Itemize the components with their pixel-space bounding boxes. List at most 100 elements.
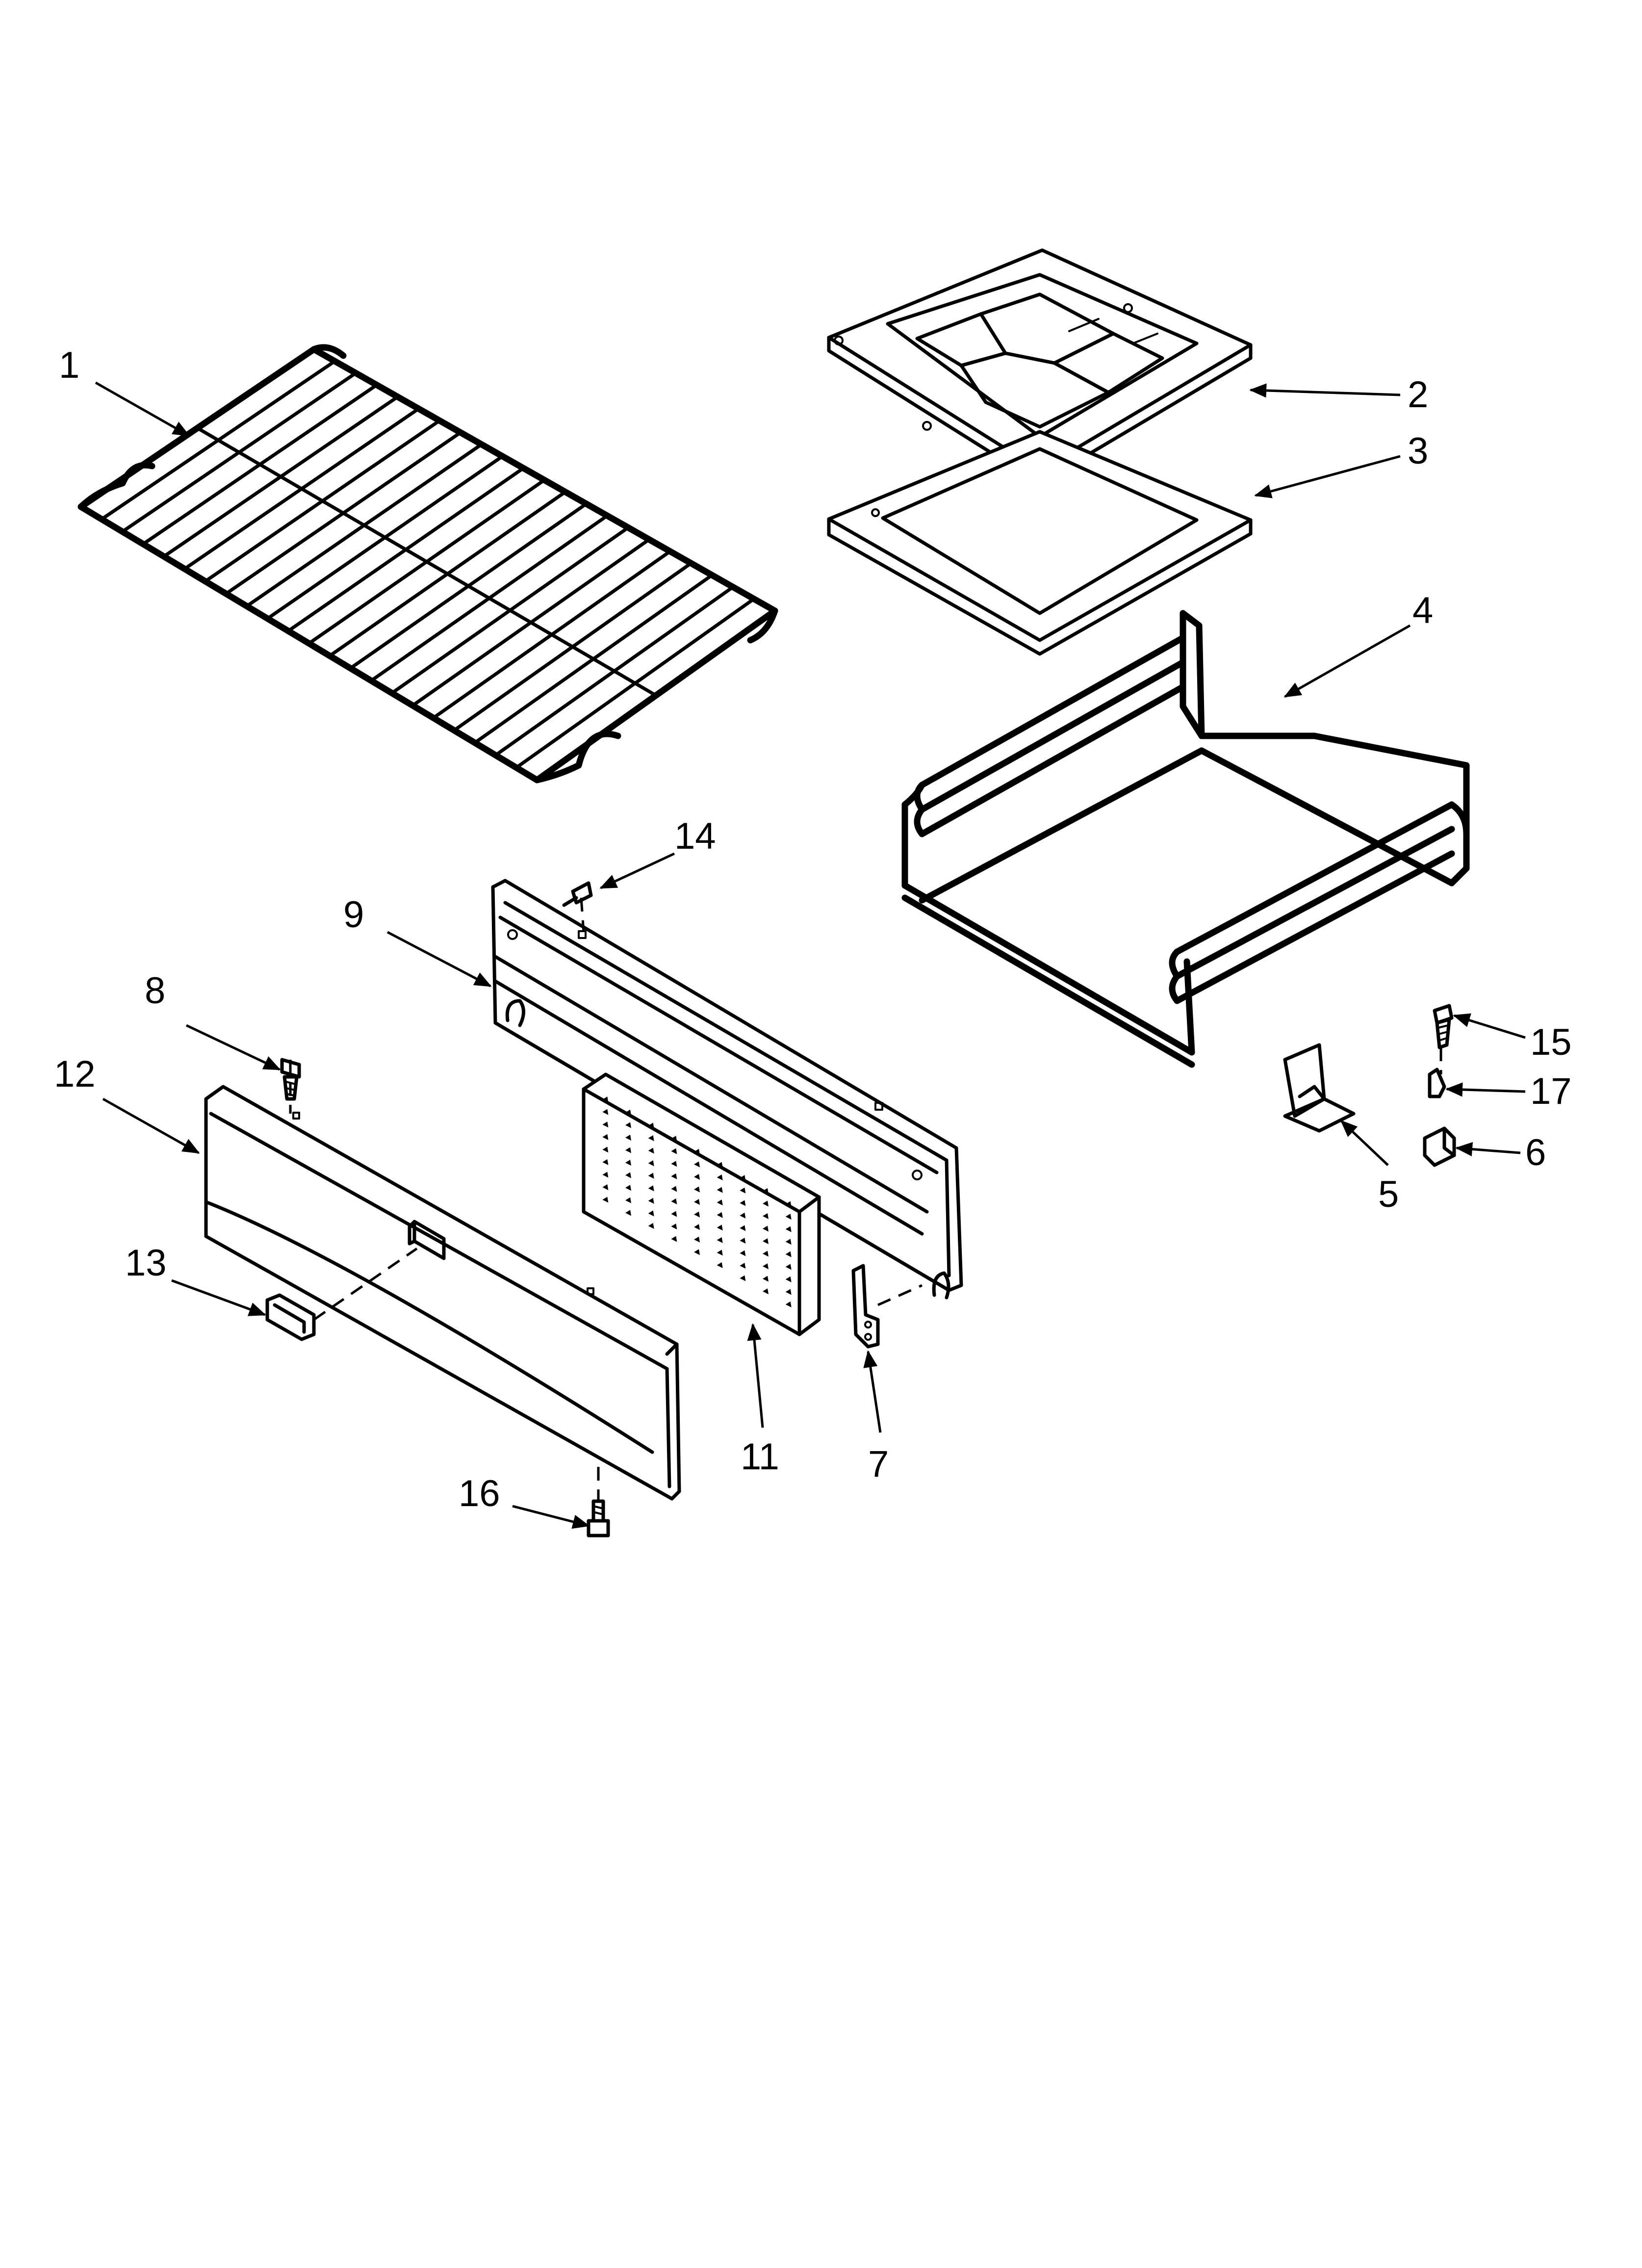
callout-13: 13 xyxy=(125,1242,167,1284)
insulation-speckle xyxy=(694,1224,700,1230)
callout-6: 6 xyxy=(1525,1132,1546,1173)
insulation-speckle xyxy=(671,1161,677,1167)
clip-17 xyxy=(1428,1068,1446,1098)
insulation-speckle xyxy=(694,1249,700,1255)
insulation-speckle xyxy=(602,1109,609,1115)
drawer-handle-insert xyxy=(265,1293,316,1341)
insulation-speckle xyxy=(648,1210,654,1217)
insulation-speckle xyxy=(740,1275,746,1281)
insulation-speckle xyxy=(763,1188,769,1194)
insulation-speckle xyxy=(717,1262,723,1268)
insulation-speckle xyxy=(602,1159,609,1165)
insulation-speckle xyxy=(648,1135,654,1141)
callout-9: 9 xyxy=(343,894,364,936)
insulation-speckle xyxy=(671,1236,677,1242)
leader-arrows xyxy=(95,381,1526,1529)
insulation-speckle xyxy=(671,1186,677,1192)
callout-14: 14 xyxy=(674,815,716,857)
callout-15: 15 xyxy=(1530,1021,1572,1063)
drawer-front-inner-panel xyxy=(491,879,963,1300)
insulation-speckle xyxy=(694,1186,700,1193)
drawer-slide-bracket-5 xyxy=(1283,1043,1356,1133)
insulation-speckle xyxy=(785,1264,792,1270)
insulation-speckle xyxy=(785,1239,792,1245)
insulation-speckle xyxy=(625,1134,631,1141)
callout-17: 17 xyxy=(1530,1070,1572,1112)
alignment-lines xyxy=(289,897,1442,1501)
insulation-speckle xyxy=(740,1237,746,1244)
clip-6 xyxy=(1423,1126,1456,1167)
insulation-speckle xyxy=(671,1173,677,1179)
oven-rack xyxy=(77,344,778,783)
insulation-speckle xyxy=(625,1172,631,1178)
insulation-speckle xyxy=(694,1173,700,1180)
insulation-speckle xyxy=(785,1289,792,1295)
insulation-speckle xyxy=(717,1250,723,1256)
insulation-speckle xyxy=(671,1224,677,1229)
storage-drawer-basket xyxy=(901,610,1470,1068)
insulation-speckle xyxy=(785,1276,792,1282)
callout-4: 4 xyxy=(1412,590,1433,631)
insulation-speckle xyxy=(602,1121,609,1128)
callout-2: 2 xyxy=(1408,374,1428,416)
insulation-speckle xyxy=(602,1096,609,1103)
rack-spine xyxy=(196,426,658,697)
insulation-speckle xyxy=(625,1185,631,1191)
insulation-speckle xyxy=(625,1147,631,1153)
insulation-speckle xyxy=(717,1187,723,1193)
insulation-speckle xyxy=(694,1236,700,1243)
insulation-speckle xyxy=(694,1161,700,1168)
insulation-speckle xyxy=(648,1223,654,1229)
insulation-speckle xyxy=(785,1226,792,1232)
callout-11: 11 xyxy=(741,1436,779,1478)
insulation-speckle xyxy=(602,1172,609,1178)
insulation-speckle xyxy=(602,1184,609,1190)
insulation-speckle xyxy=(625,1109,631,1116)
insulation-speckle xyxy=(740,1263,746,1269)
insulation-speckle xyxy=(717,1199,723,1206)
insulation-speckle xyxy=(625,1197,631,1203)
insulation-speckle xyxy=(763,1200,769,1207)
insulation-speckle xyxy=(763,1225,769,1232)
screw-15 xyxy=(1433,1004,1454,1049)
drawer-liner-tray xyxy=(827,248,1253,485)
insulation-speckle xyxy=(717,1225,723,1231)
insulation-speckle xyxy=(740,1200,746,1206)
insulation-speckle xyxy=(785,1201,792,1207)
insulation-speckle xyxy=(602,1134,609,1140)
insulation-speckle xyxy=(763,1276,769,1282)
insulation-speckle xyxy=(740,1212,746,1219)
drawer-insulation xyxy=(582,1072,821,1336)
insulation-speckle xyxy=(740,1250,746,1256)
insulation-speckle xyxy=(694,1199,700,1205)
insulation-speckle xyxy=(625,1122,631,1128)
callout-16: 16 xyxy=(459,1473,500,1514)
insulation-speckle xyxy=(717,1162,723,1168)
callout-labels: 1 2 3 4 5 6 7 8 9 11 12 13 14 15 16 17 xyxy=(54,344,1572,1514)
insulation-speckle xyxy=(671,1148,677,1154)
insulation-speckle xyxy=(648,1147,654,1154)
callout-3: 3 xyxy=(1408,430,1428,472)
insulation-speckle xyxy=(785,1214,792,1220)
insulation-speckle xyxy=(602,1197,609,1203)
insulation-speckle xyxy=(625,1210,631,1216)
insulation-speckle xyxy=(694,1211,700,1218)
insulation-speckle xyxy=(671,1198,677,1204)
callout-12: 12 xyxy=(54,1053,96,1095)
insulation-speckle xyxy=(602,1147,609,1153)
insulation-speckle xyxy=(671,1136,677,1142)
insulation-speckle xyxy=(717,1212,723,1218)
insulation-speckle xyxy=(625,1160,631,1166)
insulation-speckle xyxy=(717,1174,723,1180)
insulation-speckle xyxy=(785,1251,792,1257)
insulation-speckle xyxy=(648,1122,654,1129)
insulation-speckle xyxy=(785,1301,792,1307)
insulation-speckle xyxy=(648,1160,654,1167)
insulation-speckle xyxy=(717,1237,723,1243)
insulation-speckle xyxy=(648,1173,654,1179)
insulation-speckle xyxy=(740,1175,746,1181)
screw-16 xyxy=(587,1499,610,1538)
insulation-speckle xyxy=(648,1185,654,1192)
drawer-bracket-7 xyxy=(851,1264,880,1349)
